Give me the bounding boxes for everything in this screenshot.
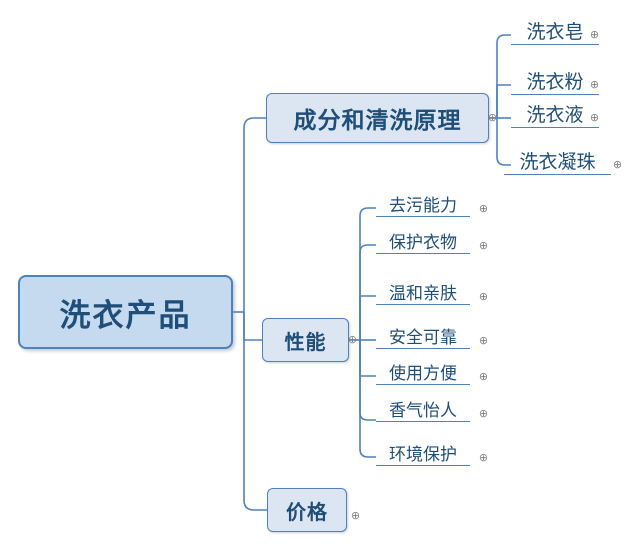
- branch-node-jiage-label: 价格: [286, 501, 328, 524]
- root-node[interactable]: 洗衣产品: [18, 275, 233, 349]
- leaf-node-quwunengli[interactable]: 去污能力: [376, 192, 470, 217]
- toggle-icon-wenheqinfu[interactable]: ⊕: [478, 290, 489, 303]
- leaf-node-xiyiye[interactable]: 洗衣液: [511, 100, 599, 128]
- leaf-node-xiyiningzhu[interactable]: 洗衣凝珠: [504, 147, 611, 175]
- toggle-icon-huanjingbaohu[interactable]: ⊕: [478, 451, 489, 464]
- branch-node-chengfen[interactable]: 成分和清洗原理: [266, 93, 489, 143]
- leaf-node-huanjingbaohu-label: 环境保护: [389, 445, 457, 464]
- toggle-icon-jiage[interactable]: ⊕: [350, 509, 361, 522]
- toggle-icon-xiyiningzhu[interactable]: ⊕: [612, 158, 623, 171]
- toggle-icon-baohuyiwu[interactable]: ⊕: [478, 239, 489, 252]
- leaf-node-baohuyiwu-label: 保护衣物: [389, 233, 457, 252]
- toggle-icon-xingneng[interactable]: ⊕: [347, 333, 358, 346]
- leaf-node-xiyiye-label: 洗衣液: [526, 104, 584, 126]
- toggle-icon-shiyongfangbian[interactable]: ⊕: [478, 370, 489, 383]
- leaf-node-xiyifen-label: 洗衣粉: [526, 71, 584, 93]
- branch-node-xingneng-label: 性能: [284, 331, 327, 354]
- leaf-node-xiangqiyiren-label: 香气怡人: [389, 401, 457, 420]
- branch-node-xingneng[interactable]: 性能: [262, 318, 349, 362]
- leaf-node-xiyizao[interactable]: 洗衣皂: [511, 17, 599, 45]
- toggle-icon-anquankekao[interactable]: ⊕: [478, 334, 489, 347]
- leaf-node-shiyongfangbian[interactable]: 使用方便: [376, 360, 470, 385]
- toggle-icon-chengfen[interactable]: ⊕: [487, 111, 498, 124]
- leaf-node-xiyifen[interactable]: 洗衣粉: [511, 67, 599, 95]
- leaf-node-wenheqinfu-label: 温和亲肤: [389, 284, 457, 303]
- leaf-node-shiyongfangbian-label: 使用方便: [389, 364, 457, 383]
- leaf-node-wenheqinfu[interactable]: 温和亲肤: [376, 280, 470, 305]
- leaf-node-anquankekao-label: 安全可靠: [389, 328, 457, 347]
- leaf-node-xiyizao-label: 洗衣皂: [526, 21, 584, 43]
- leaf-node-quwunengli-label: 去污能力: [389, 196, 457, 215]
- toggle-icon-xiyifen[interactable]: ⊕: [589, 78, 600, 91]
- leaf-node-xiangqiyiren[interactable]: 香气怡人: [376, 397, 470, 422]
- toggle-icon-xiangqiyiren[interactable]: ⊕: [478, 407, 489, 420]
- leaf-node-huanjingbaohu[interactable]: 环境保护: [376, 441, 470, 466]
- leaf-node-baohuyiwu[interactable]: 保护衣物: [376, 229, 470, 254]
- toggle-icon-xiyizao[interactable]: ⊕: [589, 28, 600, 41]
- toggle-icon-quwunengli[interactable]: ⊕: [478, 202, 489, 215]
- toggle-icon-xiyiye[interactable]: ⊕: [589, 111, 600, 124]
- leaf-node-anquankekao[interactable]: 安全可靠: [376, 324, 470, 349]
- branch-node-chengfen-label: 成分和清洗原理: [293, 107, 462, 133]
- branch-node-jiage[interactable]: 价格: [267, 488, 347, 532]
- leaf-node-xiyiningzhu-label: 洗衣凝珠: [519, 151, 596, 173]
- root-node-label: 洗衣产品: [59, 297, 192, 333]
